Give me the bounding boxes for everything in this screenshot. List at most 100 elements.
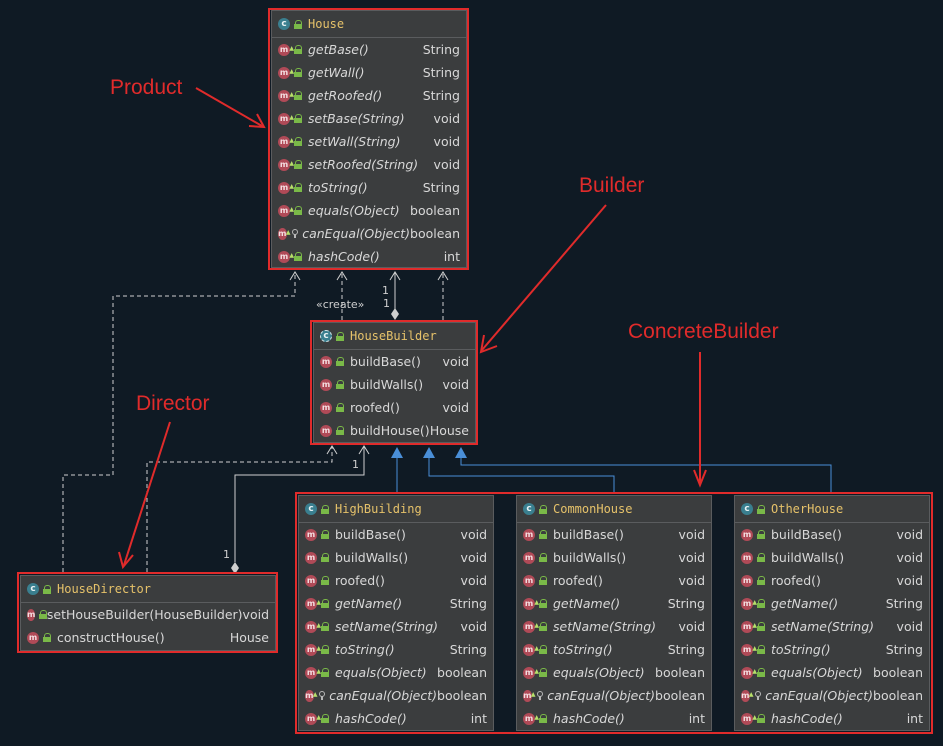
method-row[interactable]: m▲setWall(String)void	[272, 130, 466, 153]
method-name: getName()	[771, 596, 839, 611]
return-type: void	[460, 550, 487, 565]
method-name: setHouseBuilder(HouseBuilder)	[46, 607, 243, 622]
override-marker-icon: ▲	[534, 644, 539, 652]
public-lock-icon	[294, 137, 302, 146]
method-row[interactable]: m▲setName(String)void	[299, 615, 493, 638]
public-lock-icon	[294, 91, 302, 100]
override-marker-icon: ▲	[748, 690, 754, 698]
override-marker-icon: ▲	[289, 182, 294, 190]
method-icon: m	[741, 528, 753, 541]
method-row[interactable]: m▲toString()String	[517, 638, 711, 661]
builder-annotation-arrow	[481, 204, 607, 351]
method-icon: m	[320, 424, 332, 437]
method-row[interactable]: m▲setName(String)void	[517, 615, 711, 638]
override-marker-icon: ▲	[289, 251, 294, 259]
public-lock-icon	[539, 645, 547, 654]
method-row[interactable]: m▲setBase(String)void	[272, 107, 466, 130]
method-row[interactable]: m▲getName()String	[735, 592, 929, 615]
return-type: boolean	[655, 665, 705, 680]
method-row[interactable]: m▲getName()String	[299, 592, 493, 615]
method-row[interactable]: m▲hashCode()int	[299, 707, 493, 730]
method-row[interactable]: m▲hashCode()int	[517, 707, 711, 730]
product-annotation: Product	[110, 76, 183, 99]
method-row[interactable]: m▲equals(Object)boolean	[517, 661, 711, 684]
method-row[interactable]: m▲hashCode()int	[272, 245, 466, 268]
return-type: boolean	[655, 688, 705, 703]
method-row[interactable]: m▲getRoofed()String	[272, 84, 466, 107]
method-name: buildHouse()	[350, 423, 430, 438]
method-icon: m	[320, 378, 332, 391]
method-row[interactable]: m▲hashCode()int	[735, 707, 929, 730]
method-inherited-icon: m▲	[278, 204, 294, 217]
return-type: String	[422, 180, 460, 195]
method-name: getWall()	[308, 65, 365, 80]
multiplicity-label: 1	[382, 284, 389, 297]
method-icon: m	[523, 528, 535, 541]
method-row[interactable]: m▲toString()String	[299, 638, 493, 661]
method-row[interactable]: m▲canEqual(Object)boolean	[272, 222, 466, 245]
method-row[interactable]: m▲setRoofed(String)void	[272, 153, 466, 176]
public-lock-icon	[539, 622, 547, 631]
override-marker-icon: ▲	[530, 690, 536, 698]
override-marker-icon: ▲	[289, 159, 294, 167]
return-type: String	[667, 642, 705, 657]
override-marker-icon: ▲	[289, 205, 294, 213]
method-row[interactable]: m▲equals(Object)boolean	[272, 199, 466, 222]
method-row[interactable]: m▲canEqual(Object)boolean	[517, 684, 711, 707]
public-lock-icon	[294, 19, 302, 29]
public-lock-icon	[294, 252, 302, 261]
method-row[interactable]: m▲toString()String	[735, 638, 929, 661]
method-row[interactable]: m▲setName(String)void	[735, 615, 929, 638]
public-lock-icon	[336, 380, 344, 389]
method-row[interactable]: m▲equals(Object)boolean	[735, 661, 929, 684]
public-lock-icon	[321, 599, 329, 608]
method-row[interactable]: m▲canEqual(Object)boolean	[299, 684, 493, 707]
return-type: String	[885, 596, 923, 611]
class-icon: c	[305, 503, 317, 515]
public-lock-icon	[321, 576, 329, 585]
method-row[interactable]: m▲getName()String	[517, 592, 711, 615]
method-name: setRoofed(String)	[308, 157, 419, 172]
public-lock-icon	[757, 668, 765, 677]
override-marker-icon: ▲	[289, 90, 294, 98]
method-icon: m	[27, 631, 39, 644]
method-row[interactable]: m▲getWall()String	[272, 61, 466, 84]
return-type: int	[688, 711, 705, 726]
return-type: void	[442, 377, 469, 392]
public-lock-icon	[321, 530, 329, 539]
method-row[interactable]: m▲toString()String	[272, 176, 466, 199]
method-row[interactable]: m▲canEqual(Object)boolean	[735, 684, 929, 707]
method-row[interactable]: m▲equals(Object)boolean	[299, 661, 493, 684]
method-inherited-icon: m▲	[278, 227, 291, 240]
class-icon: c	[523, 503, 535, 515]
override-marker-icon: ▲	[289, 44, 294, 52]
method-row[interactable]: m▲getBase()String	[272, 38, 466, 61]
